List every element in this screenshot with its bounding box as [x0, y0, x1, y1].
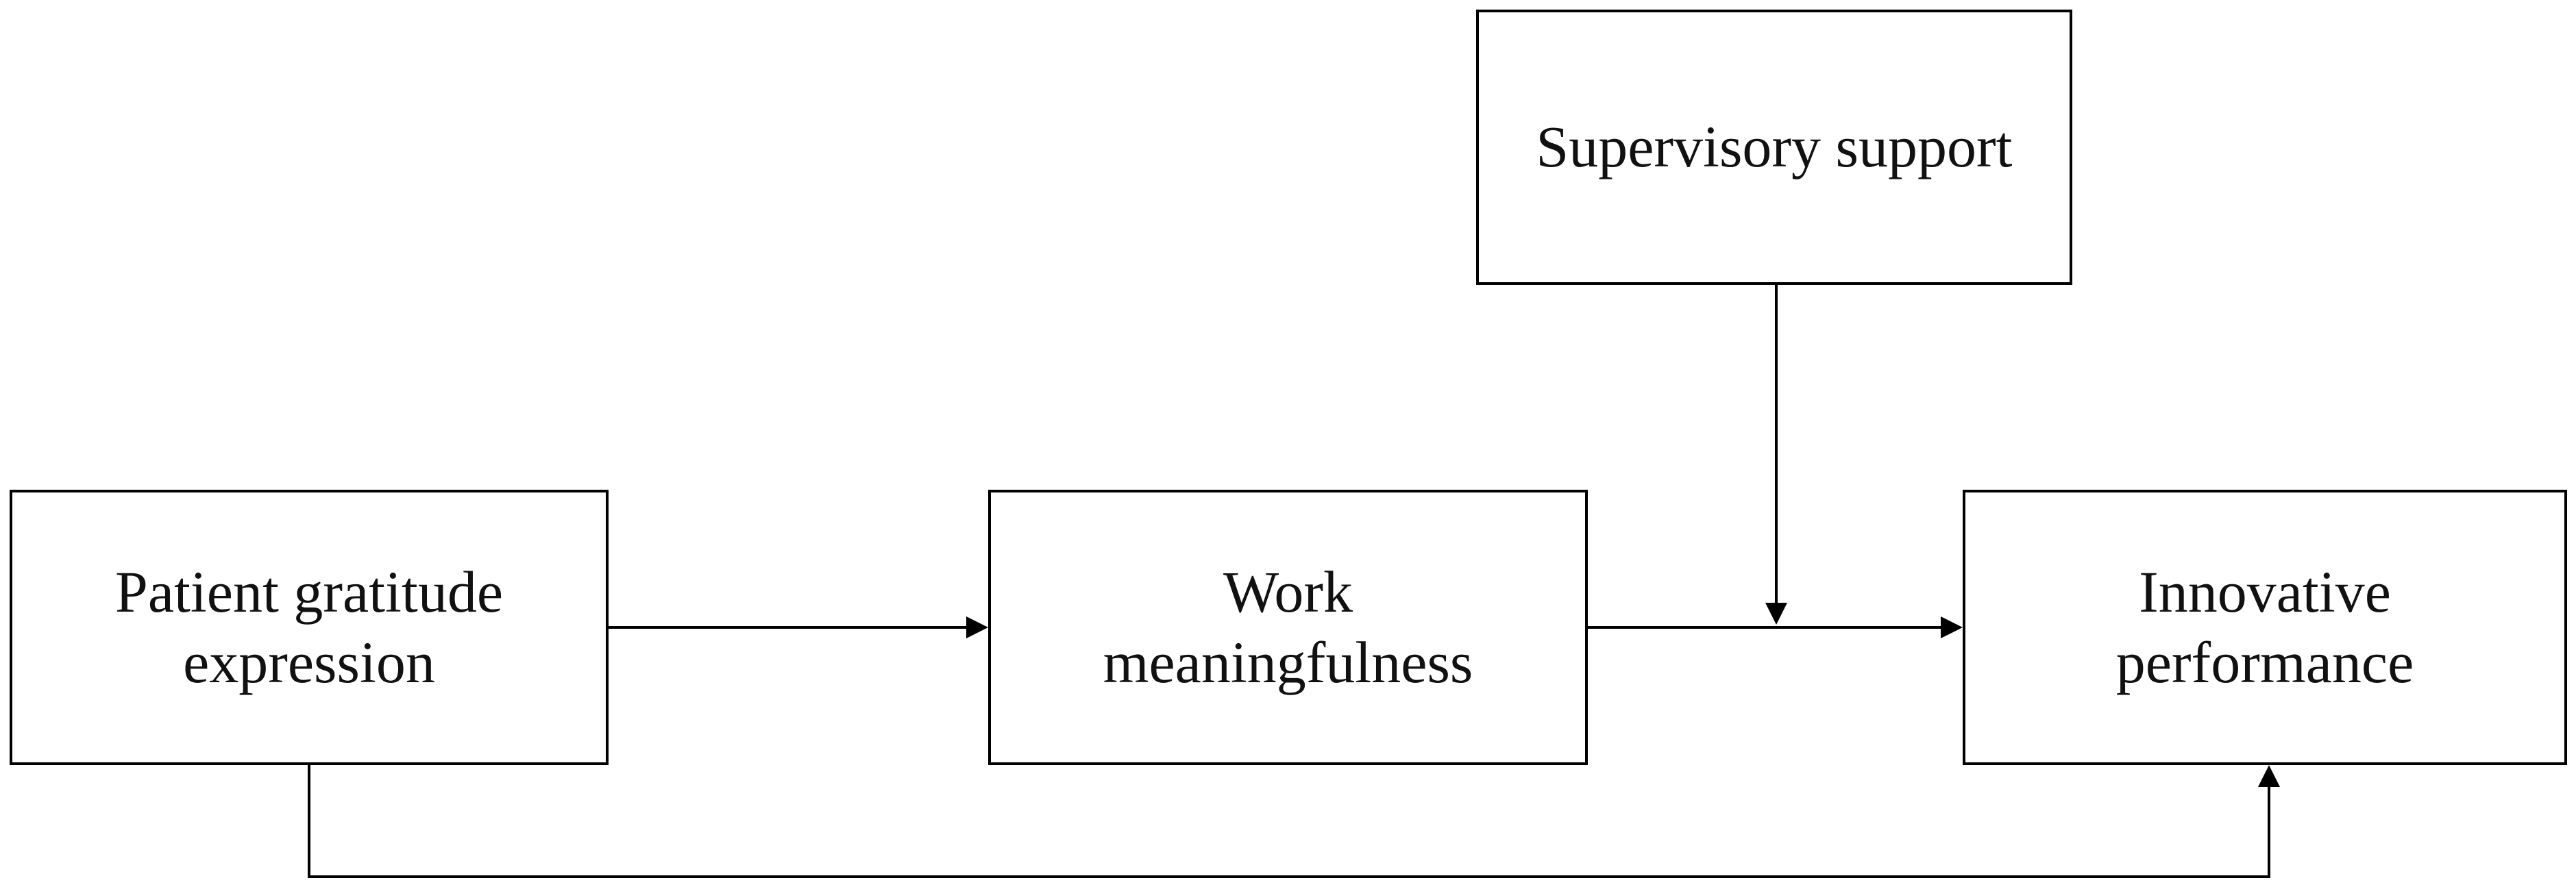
node-work-meaningfulness: Work meaningfulness [988, 490, 1588, 765]
node-label-line: meaningfulness [1103, 629, 1473, 695]
node-label-line: Work [1223, 558, 1353, 625]
node-label-line: expression [183, 629, 435, 695]
arrowhead-icon [1941, 616, 1963, 638]
edge-supervisory-moderation [1765, 285, 1787, 625]
edge-gratitude-to-innovative [308, 765, 2280, 878]
node-innovative-performance: Innovative performance [1963, 490, 2567, 765]
node-label-line: Supervisory support [1536, 114, 2013, 180]
arrowhead-icon [2258, 765, 2280, 787]
edge-gratitude-to-meaningfulness [609, 616, 988, 638]
edge-meaningfulness-to-innovative [1588, 616, 1963, 638]
node-label-line: Patient gratitude [114, 558, 503, 625]
node-label-line: performance [2115, 629, 2414, 695]
node-label-line: Innovative [2139, 558, 2391, 625]
node-supervisory-support: Supervisory support [1476, 10, 2072, 285]
arrowhead-icon [966, 616, 988, 638]
arrowhead-icon [1765, 603, 1787, 625]
node-patient-gratitude-expression: Patient gratitude expression [10, 490, 609, 765]
